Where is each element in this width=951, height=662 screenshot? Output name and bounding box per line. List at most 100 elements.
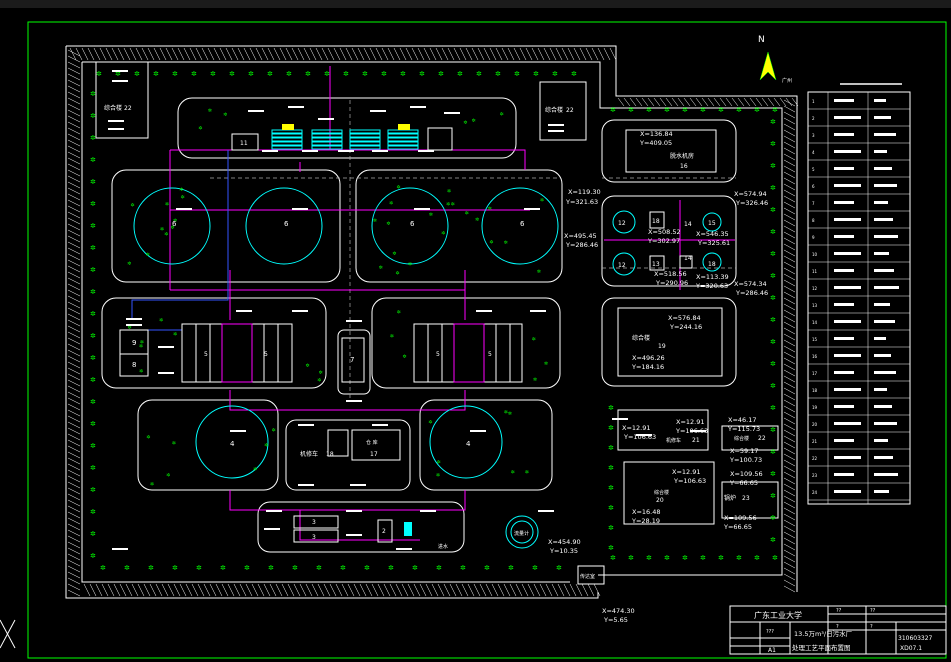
hatch-mark [67,373,81,381]
bio-reactors [119,127,779,585]
hatch-mark [783,237,796,245]
legend-row-number: 6 [812,184,815,189]
legend-row-size [874,371,896,374]
hatch-mark [321,47,329,61]
hatch-mark [791,97,799,107]
legend-row-number: 7 [812,201,815,206]
hatch-mark [783,195,796,203]
hatch-mark [783,177,796,185]
hatch-mark [335,583,343,597]
tree-symbol: ✲ [571,70,577,78]
hatch-mark [677,97,685,107]
tiny-coordinate-mark [350,484,366,486]
tree-symbol: ✲ [90,288,96,296]
hatch-mark [67,265,81,273]
hatch-mark [543,47,551,61]
coord-c13-x: X=12.91 [676,418,705,426]
num-15: 15 [708,220,716,227]
north-label: N [758,35,765,45]
hatch-mark [783,339,796,347]
left-crop-mark [0,619,16,649]
hatch-mark [281,583,289,597]
legend-row-name [834,320,861,323]
legend-frame [807,91,911,505]
hatch-mark [783,435,796,443]
tree-symbol: ✲ [608,444,614,452]
hatch-mark [665,97,673,107]
hatch-mark [491,583,499,597]
tiny-coordinate-mark [112,70,128,72]
legend-row-name [834,405,854,408]
tiny-coordinate-mark [176,208,192,210]
tree-symbol: ✲ [628,106,634,114]
hatch-mark [783,519,796,527]
hatch-mark [513,47,521,61]
building-labels: 综合楼 22 综合楼 22 11 6 6 6 6 5 5 5 5 9 8 7 4… [104,104,766,580]
hatch-mark [67,349,81,357]
coord-c20-x: X=454.90 [548,538,581,546]
legend-row-number: 4 [812,150,815,155]
hatch-mark [519,47,527,61]
blower-stripe [271,137,303,142]
hatch-mark [167,583,175,597]
tree-symbol: ✲ [90,112,96,120]
hatch-mark [783,147,796,155]
hatch-mark [67,487,81,495]
legend-row-name [834,388,861,391]
hatch-mark [105,47,113,61]
hatch-mark [67,421,81,429]
hatch-mark [183,47,191,61]
hatch-mark [257,583,265,597]
hatch-mark [189,47,197,61]
hatch-mark [783,393,796,401]
hatch-mark [67,103,81,111]
hatch-mark [239,583,247,597]
legend-row-size [874,456,893,459]
hatch-mark [251,583,259,597]
hatch-mark [503,583,511,597]
tree-symbol: ✲ [770,272,776,280]
hatch-mark [783,219,796,227]
hatch-mark [67,181,81,189]
tree-symbol: ✲ [324,70,330,78]
hatch-mark [525,47,533,61]
tree-symbol: ✲ [508,564,514,572]
hatch-mark [725,97,733,107]
hatch-mark [67,157,81,165]
hatch-mark [549,47,557,61]
hatch-mark [783,189,796,197]
hatch-mark [783,543,796,551]
legend-row-name [834,218,861,221]
hatch-mark [67,247,81,255]
hatch-mark [221,583,229,597]
tree-symbol: ✲ [381,70,387,78]
coord-c9-y: Y=286.46 [735,289,768,297]
num-18b: 18 [652,218,660,225]
legend-row-name [834,490,861,493]
hatch-mark [67,325,81,333]
blower-stripe [349,137,381,142]
legend-row-name [834,201,854,204]
tree-symbol: ✲ [153,70,159,78]
coord-c17-x: X=109.56 [730,470,763,478]
legend-row-number: 13 [812,303,818,308]
hatch-mark [449,583,457,597]
hatch-mark [67,337,81,345]
tree-symbol: ✲ [386,221,391,227]
north-arrow: N 广州 [758,35,792,84]
hatch-mark [527,583,535,597]
hatch-mark [495,47,503,61]
tree-symbol: ✲ [317,378,322,384]
hatch-mark [67,187,81,195]
hatch-mark [67,121,81,129]
hatch-mark [641,97,649,107]
coord-c1-x: X=119.30 [568,188,601,196]
hatch-mark [345,47,353,61]
blower-stripe [311,129,343,134]
tiny-coordinate-mark [248,110,264,112]
tree-symbol: ✲ [198,126,203,132]
hatch-mark [783,573,796,581]
coord-c21-y: Y=5.65 [603,616,628,624]
tree-symbol: ✲ [488,206,493,212]
hatch-mark [381,47,389,61]
